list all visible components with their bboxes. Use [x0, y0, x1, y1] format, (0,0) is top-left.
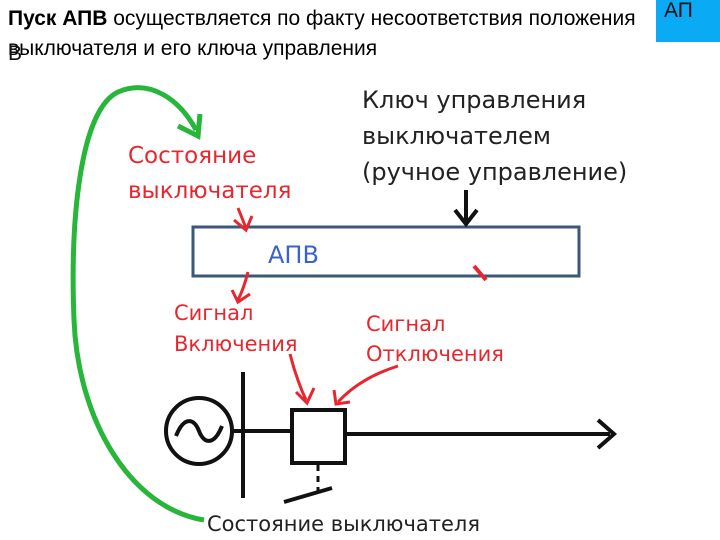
badge-line2: В: [8, 42, 23, 65]
apv-block-label: АПВ: [268, 241, 319, 269]
signal-off-to-breaker-arrow-icon: [332, 364, 399, 406]
corner-badge: АП: [656, 0, 720, 42]
apv-output-mark-icon: [472, 264, 488, 282]
signal-on-to-breaker-arrow-icon: [288, 353, 316, 406]
signal-off-label-line1: Сигнал: [366, 312, 445, 336]
generator-icon: [164, 396, 234, 466]
state-label-line2: выключателя: [128, 178, 291, 204]
contact-icon: [283, 465, 333, 504]
state-label-line1: Состояние: [128, 143, 256, 169]
state-to-apv-arrow-icon: [233, 207, 254, 233]
key-label-line2: выключателем: [362, 122, 551, 150]
feedback-arrow-icon: [70, 85, 205, 523]
signal-on-label-line2: Включения: [174, 332, 298, 356]
breaker-icon: [290, 408, 347, 465]
key-label-line3: (ручное управление): [362, 158, 627, 186]
signal-on-label-line1: Сигнал: [174, 301, 253, 325]
bottom-state-label: Состояние выключателя: [207, 512, 480, 536]
signal-off-label-line2: Отключения: [366, 342, 504, 366]
key-label-line1: Ключ управления: [362, 86, 586, 114]
apv-to-signal-arrow-icon: [230, 271, 251, 305]
slide-title: Пуск АПВ осуществляется по факту несоотв…: [8, 4, 698, 64]
badge-line1: АП: [664, 0, 693, 22]
output-arrow-icon: [596, 418, 618, 450]
apv-block: [191, 225, 581, 278]
title-bold: Пуск АПВ: [8, 7, 108, 30]
title-rest: осуществляется по факту несоответствия п…: [8, 7, 636, 60]
key-to-apv-arrow-icon: [453, 190, 479, 228]
